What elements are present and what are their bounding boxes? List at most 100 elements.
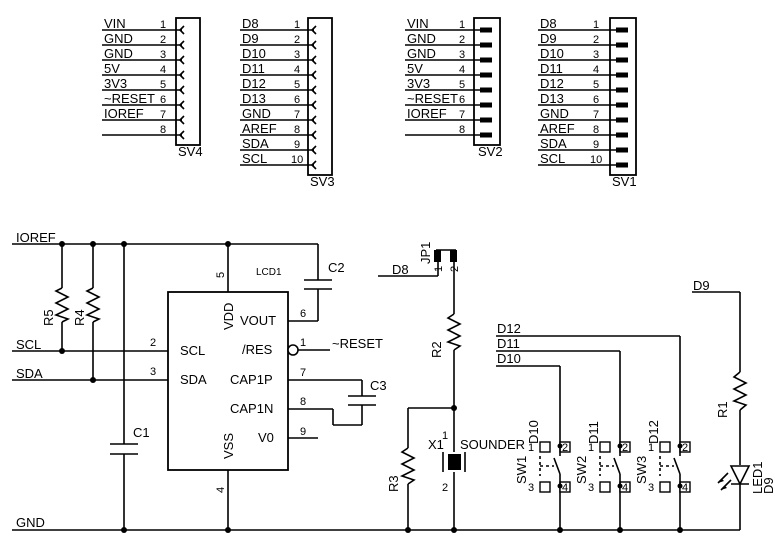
switch-net-label: D10 [526, 420, 541, 444]
switch-contact [553, 457, 561, 475]
header-pin-contact [480, 117, 492, 123]
header-pin-number: 6 [459, 94, 465, 106]
lcd-pin-scl: SCL [180, 343, 205, 358]
net-label-d8: D8 [392, 262, 409, 277]
jumper-jp1: JP1 1 2 [418, 242, 461, 272]
lcd-name: LCD1 [256, 267, 282, 278]
switch-pin-box [659, 441, 671, 453]
header-pin-number: 8 [459, 124, 465, 136]
header-pin-contact [178, 40, 185, 50]
switch-contact [613, 457, 621, 475]
resistor-r5: R5 [41, 287, 71, 326]
r3-label: R3 [386, 475, 401, 492]
header-pin-label: 5V [407, 61, 423, 76]
net-label-reset: ~RESET [332, 336, 383, 351]
header-pin-number: 5 [459, 79, 465, 91]
jp1-label: JP1 [418, 242, 433, 264]
resistor-r1: R1 [715, 371, 748, 418]
header-pin-number: 6 [294, 94, 300, 106]
header-pin-contact [480, 27, 492, 33]
switch-pin-box [599, 481, 611, 493]
switch-pin-box [599, 441, 611, 453]
c3-label: C3 [370, 378, 387, 393]
header-pin-label: D9 [242, 31, 259, 46]
switch-pin-number: 1 [588, 442, 594, 454]
header-pin-number: 7 [160, 109, 166, 121]
header-pin-label: D12 [242, 76, 266, 91]
header-pin-label: GND [540, 106, 569, 121]
net-label-d9: D9 [693, 278, 710, 293]
header-pin-label: GND [104, 46, 133, 61]
header-pin-number: 3 [160, 49, 166, 61]
header-pin-label: D8 [242, 16, 259, 31]
header-pin-number: 10 [590, 154, 602, 166]
header-pin-contact [310, 130, 317, 140]
switch-pin-number: 2 [562, 442, 568, 454]
x1-pin2: 2 [442, 482, 448, 494]
lcd-pin-vdd: VDD [221, 303, 236, 330]
header-pin-label: GND [407, 31, 436, 46]
switch-pin-number: 4 [682, 482, 688, 494]
header-pin-number: 8 [593, 124, 599, 136]
lcd-pin-cap1n: CAP1N [230, 401, 273, 416]
led1-net: D9 [761, 477, 775, 494]
header-pin-number: 4 [294, 64, 300, 76]
header-pin-number: 7 [294, 109, 300, 121]
led1-label: LED1 [750, 461, 765, 494]
switch-pin-number: 2 [682, 442, 688, 454]
r2-label: R2 [429, 341, 444, 358]
header-name: SV1 [612, 174, 637, 189]
header-pin-contact [310, 55, 317, 65]
switch-pin-box [539, 441, 551, 453]
header-pin-contact [310, 160, 317, 170]
switch-pin-number: 4 [622, 482, 628, 494]
header-pin-contact [178, 70, 185, 80]
header-pin-label: SCL [540, 151, 565, 166]
header-pin-contact [616, 102, 628, 108]
header-pin-label: D10 [540, 46, 564, 61]
header-pin-number: 2 [593, 34, 599, 46]
switch-junction [617, 443, 623, 449]
sounder-label: SOUNDER [460, 437, 525, 452]
switch-pin-box [539, 481, 551, 493]
header-pin-number: 1 [294, 19, 300, 31]
header-pin-number: 9 [294, 139, 300, 151]
header-pin-contact [310, 85, 317, 95]
header-pin-contact [480, 132, 492, 138]
header-pin-number: 4 [160, 64, 166, 76]
header-pin-number: 1 [160, 19, 166, 31]
header-pin-label: D9 [540, 31, 557, 46]
header-pin-number: 5 [294, 79, 300, 91]
jp1-pin2: 2 [449, 266, 461, 272]
switch-pin-number: 2 [622, 442, 628, 454]
lcd-pin-vss: VSS [221, 433, 236, 459]
header-pin-contact [178, 130, 185, 140]
switch-pin-number: 4 [562, 482, 568, 494]
header-pin-number: 5 [593, 79, 599, 91]
header-pin-contact [310, 145, 317, 155]
header-pin-label: 3V3 [104, 76, 127, 91]
lcd-module: LCD1 2 3 SCL SDA VDD VSS 5 4 VOUT /RES C… [150, 267, 306, 493]
switch-name: SW3 [634, 456, 649, 484]
header-pin-contact [616, 87, 628, 93]
circuit-wires [12, 243, 741, 531]
header-pin-number: 1 [459, 19, 465, 31]
header-pin-label: 3V3 [407, 76, 430, 91]
header-pin-label: GND [104, 31, 133, 46]
header-pin-contact [616, 57, 628, 63]
header-pin-contact [178, 25, 185, 35]
lcd-pin-num-res: 1 [300, 337, 306, 349]
header-pin-label: D12 [540, 76, 564, 91]
header-pin-label: D13 [242, 91, 266, 106]
lcd-pin-cap1p: CAP1P [230, 372, 273, 387]
header-pin-number: 9 [593, 139, 599, 151]
